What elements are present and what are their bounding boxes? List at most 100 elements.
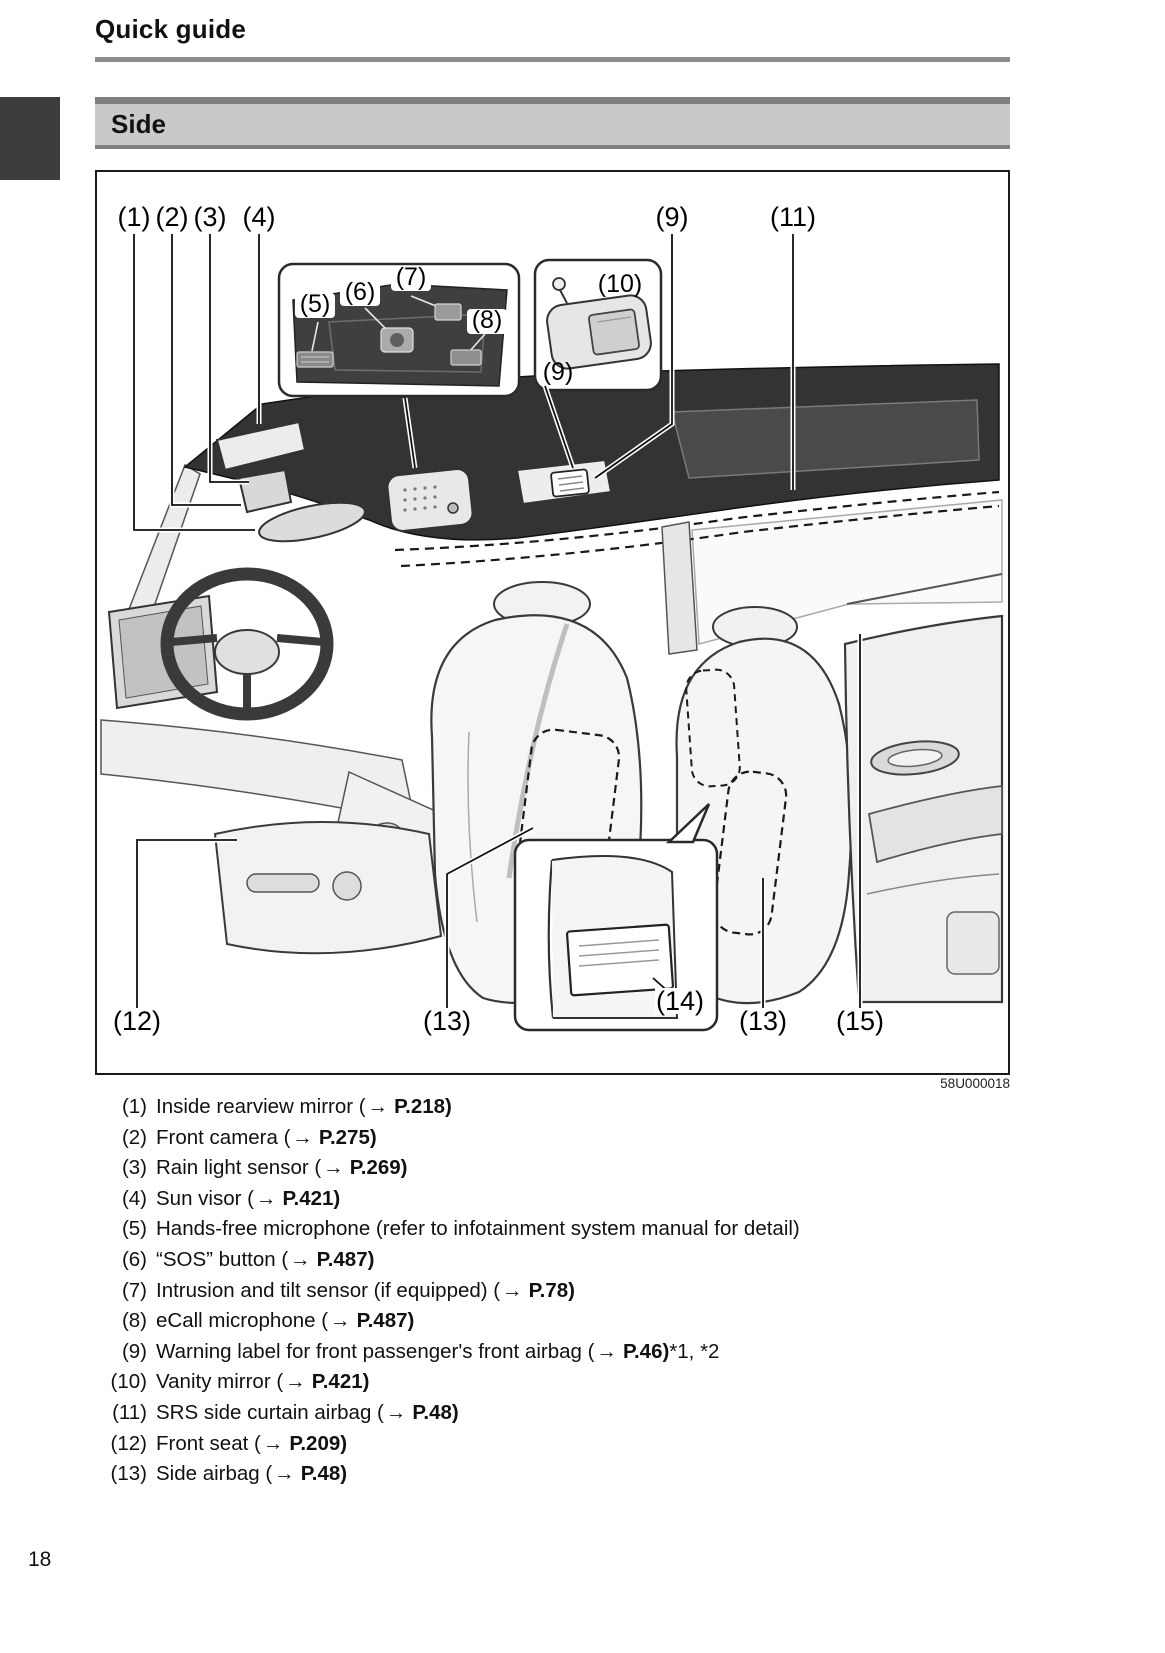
inset-seat-label [513, 803, 719, 1032]
airbag-caution-label [565, 923, 675, 997]
legend-list: (1) Inside rearview mirror (→P.218) (2) Fr… [95, 1092, 1105, 1490]
callout-9-top: (9) [656, 202, 689, 232]
b-pillar [661, 521, 698, 655]
intrusion-tilt-sensor [434, 303, 462, 321]
legend-text: “SOS” button (→P.487) [156, 1247, 375, 1271]
arrow-glyph: → [596, 1339, 617, 1363]
callout-10: (10) [598, 270, 642, 298]
door-panel [843, 573, 1004, 1004]
legend-item-10: (10) Vanity mirror (→P.421) [95, 1367, 1105, 1398]
leader-lines [133, 234, 861, 1008]
legend-number: (7) [121, 1278, 147, 1302]
callout-8: (8) [472, 306, 503, 334]
callout-13-right: (13) [739, 1006, 787, 1036]
front-seat-base [213, 821, 443, 955]
arrow-glyph: → [255, 1186, 277, 1210]
airbag-warning-label [550, 468, 590, 498]
callout-6: (6) [345, 278, 376, 306]
legend-text: Rain light sensor (→P.269) [156, 1156, 408, 1180]
section-title: Side [111, 109, 166, 139]
section-title-bar: Side [95, 97, 1010, 149]
callout-1: (1) [118, 202, 151, 232]
legend-text: Front seat (→P.209) [156, 1431, 348, 1455]
legend-text: Front camera (→P.275) [156, 1125, 377, 1149]
arrow-glyph: → [262, 1431, 284, 1455]
ecall-microphone [450, 349, 482, 366]
arrow-glyph: → [285, 1370, 306, 1394]
legend-item-2: (2) Front camera (→P.275) [95, 1123, 1105, 1154]
legend-number: (6) [121, 1247, 147, 1271]
callout-2: (2) [156, 202, 189, 232]
legend-item-9: (9)Warning label for front passenger's f… [95, 1337, 1105, 1368]
legend-item-8: (8) eCall microphone (→P.487) [95, 1306, 1105, 1337]
callout-7: (7) [396, 263, 427, 291]
legend-item-12: (12) Front seat (→P.209) [95, 1429, 1105, 1460]
arrow-glyph: → [290, 1247, 311, 1271]
figure-code: 58U000018 [940, 1076, 1010, 1091]
vehicle-interior-figure: (1) (2) (3) (4) (9) (11) (7) (5) (6) (8)… [95, 170, 1010, 1075]
driver-sun-visor [215, 420, 307, 472]
arrow-glyph: → [274, 1462, 295, 1486]
legend-text: eCall microphone (→P.487) [156, 1309, 415, 1333]
legend-text: Sun visor (→P.421) [156, 1186, 341, 1210]
callout-14: (14) [656, 986, 704, 1016]
arrow-glyph: → [367, 1095, 389, 1118]
callout-11: (11) [770, 202, 816, 232]
legend-number: (8) [121, 1309, 147, 1333]
legend-text: Side airbag (→P.48) [156, 1462, 348, 1486]
steering-wheel [160, 567, 334, 721]
overhead-console [386, 468, 474, 532]
legend-number: (11) [112, 1400, 147, 1424]
legend-number: (10) [110, 1370, 147, 1394]
legend-number: (3) [121, 1156, 147, 1180]
arrow-glyph: → [292, 1125, 313, 1149]
legend-number: (12) [110, 1431, 147, 1455]
rear-seat [675, 606, 853, 1005]
handsfree-microphone [296, 351, 334, 368]
legend-item-1: (1) Inside rearview mirror (→P.218) [95, 1092, 1105, 1123]
arrow-glyph: → [502, 1278, 523, 1302]
legend-number: (1) [121, 1095, 147, 1118]
callout-chip [655, 988, 707, 1014]
section-edge-tab [0, 97, 60, 180]
airbag-dashed-upper-right [685, 668, 741, 788]
callout-4: (4) [243, 202, 276, 232]
legend-number: (5) [121, 1217, 147, 1241]
legend-text: SRS side curtain airbag (→P.48) [156, 1400, 459, 1424]
callout-5: (5) [300, 290, 331, 318]
legend-text: Intrusion and tilt sensor (if equipped) … [156, 1278, 575, 1302]
curtain-airbag-dashed-upper [394, 490, 1000, 552]
camera-sensor-housing [237, 468, 293, 514]
vanity-mirror [588, 308, 640, 356]
legend-number: (2) [121, 1125, 147, 1149]
arrow-glyph: → [330, 1309, 351, 1333]
legend-item-7: (7) Intrusion and tilt sensor (if equippe… [95, 1276, 1105, 1307]
legend-item-6: (6) “SOS” button (→P.487) [95, 1245, 1105, 1276]
page-header: Quick guide [95, 14, 247, 44]
arrow-glyph: → [385, 1400, 407, 1424]
legend-text: Inside rearview mirror (→P.218) [156, 1095, 452, 1118]
header-rule [95, 57, 1010, 62]
page-number: 18 [28, 1548, 52, 1571]
callout-12: (12) [113, 1006, 161, 1036]
inset-sun-visor [533, 258, 663, 392]
interior-diagram-svg: (1) (2) (3) (4) (9) (11) (7) (5) (6) (8)… [100, 202, 1004, 1036]
callout-13-left: (13) [423, 1006, 471, 1036]
legend-number: (9) [121, 1339, 147, 1363]
legend-item-3: (3) Rain light sensor (→P.269) [95, 1153, 1105, 1184]
door-pocket [946, 911, 1000, 975]
legend-text: Hands-free microphone (refer to infotain… [156, 1217, 800, 1241]
arrow-glyph: → [323, 1156, 344, 1180]
inset-overhead-console [277, 262, 521, 398]
legend-item-11: (11) SRS side curtain airbag (→P.48) [95, 1398, 1105, 1429]
legend-item-5: (5) Hands-free microphone (refer to infot… [95, 1214, 1105, 1245]
callout-15: (15) [836, 1006, 884, 1036]
sunroof [671, 399, 980, 479]
legend-item-4: (4)Sun visor (→P.421) [95, 1184, 1105, 1215]
legend-number: (13) [110, 1462, 147, 1486]
door-armrest [867, 784, 1003, 864]
rearview-mirror [258, 501, 366, 543]
legend-text: Vanity mirror (→P.421) [156, 1370, 370, 1394]
side-airbag-dashed-right [712, 770, 788, 936]
